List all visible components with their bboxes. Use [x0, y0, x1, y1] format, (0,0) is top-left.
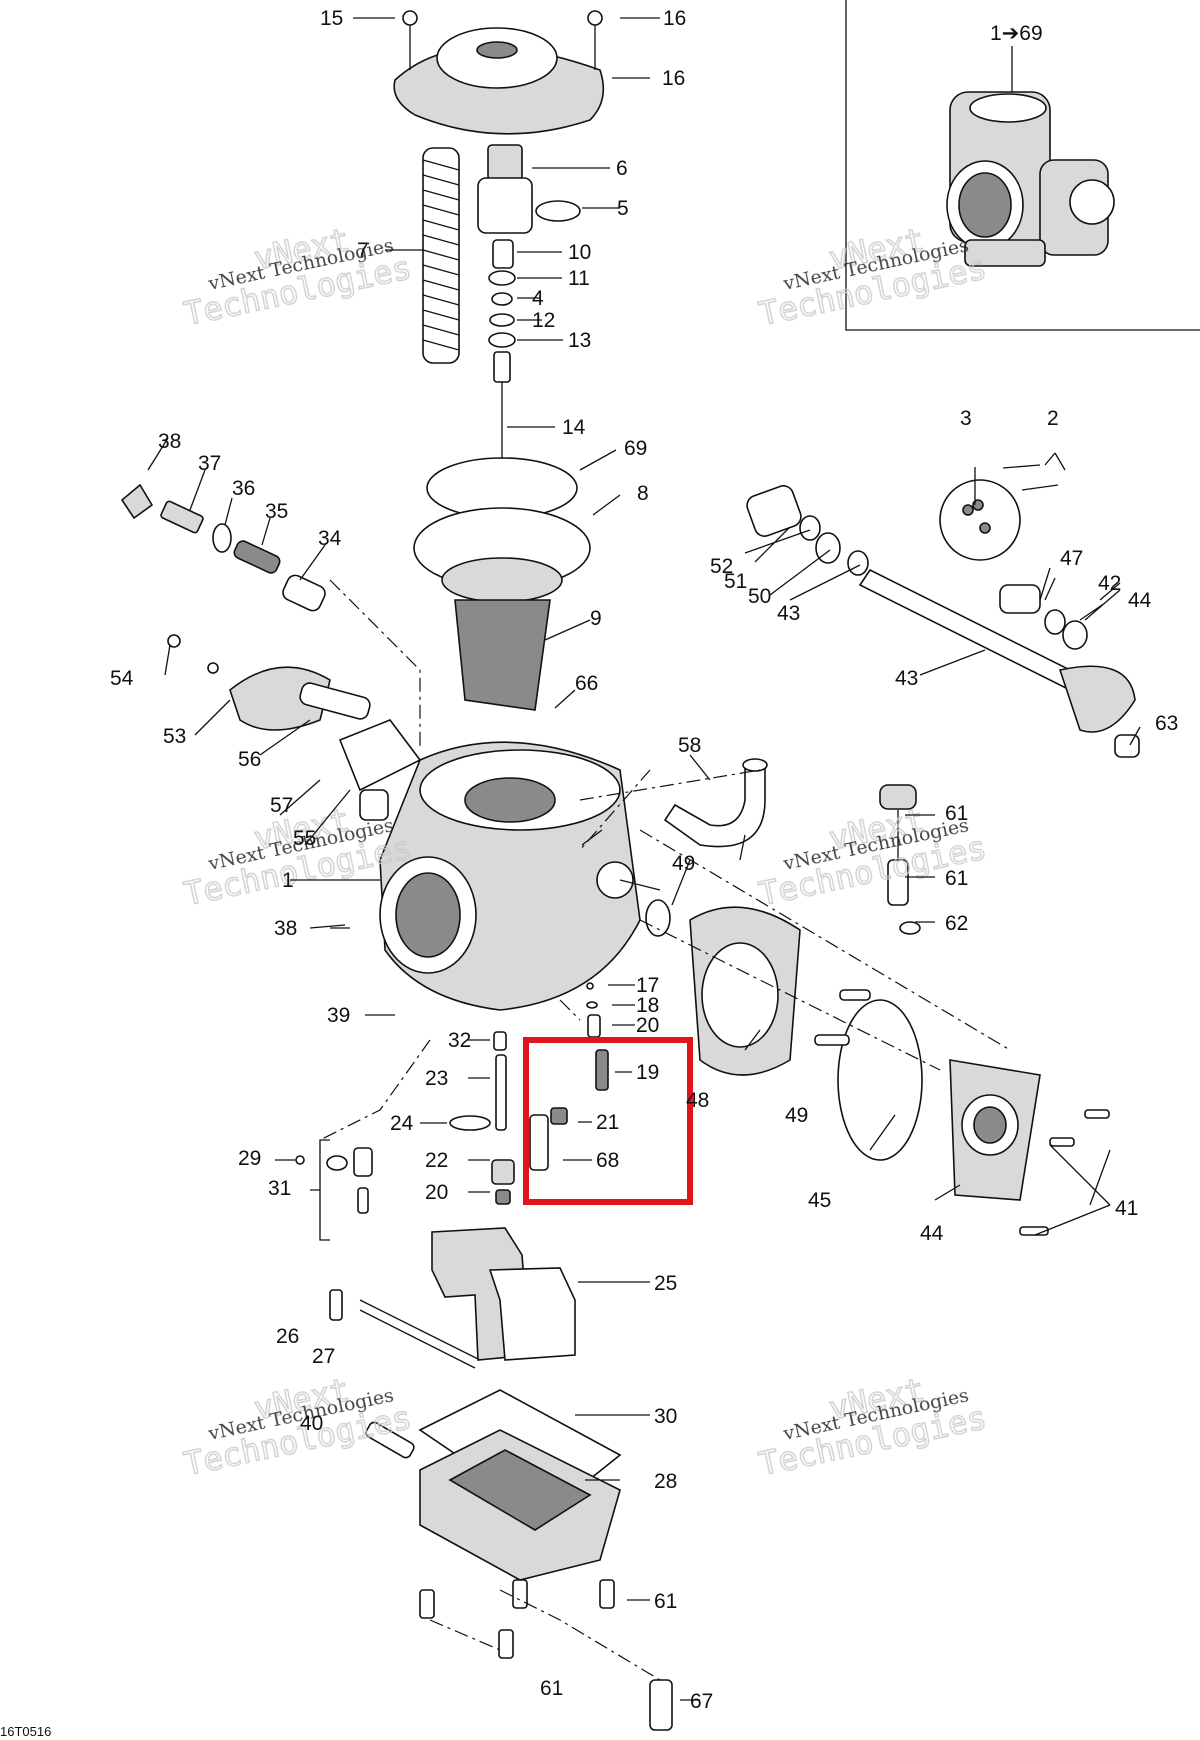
- part-label: 38: [274, 917, 297, 940]
- part-label: 4: [532, 287, 544, 310]
- part-label: 67: [690, 1690, 713, 1713]
- part-label: 39: [327, 1004, 350, 1027]
- part-label: 43: [777, 602, 800, 625]
- needle-stack: [477, 144, 581, 500]
- part-label: 53: [163, 725, 186, 748]
- part-label: 2: [1047, 407, 1059, 430]
- part-label: 14: [562, 416, 586, 439]
- part-label: 55: [293, 827, 316, 850]
- spring-7: [422, 147, 460, 364]
- part-label: 43: [895, 667, 918, 690]
- part-label: 32: [448, 1029, 471, 1052]
- diaphragm-slide: [413, 457, 591, 711]
- part-label: 21: [596, 1111, 619, 1134]
- part-label: 35: [265, 500, 288, 523]
- part-label: 38: [158, 430, 181, 453]
- elbow-cap-group: [663, 758, 921, 935]
- part-label: 37: [198, 452, 221, 475]
- part-label: 54: [110, 667, 134, 690]
- part-label: 47: [1060, 547, 1083, 570]
- part-label: 9: [590, 607, 602, 630]
- part-label: 16: [662, 67, 685, 90]
- part-label: 57: [270, 794, 293, 817]
- leader-lines: [147, 17, 1141, 1701]
- part-label: 26: [276, 1325, 299, 1348]
- jet-group: [449, 982, 609, 1205]
- part-label: 61: [945, 802, 968, 825]
- assembly-lines: [319, 579, 1011, 1681]
- part-label: 48: [686, 1089, 709, 1112]
- part-label: 10: [568, 241, 591, 264]
- part-label: 44: [920, 1222, 944, 1245]
- throttle-shaft-group: [746, 464, 1140, 758]
- part-label: 30: [654, 1405, 677, 1428]
- part-label: 12: [532, 309, 555, 332]
- part-label: 45: [808, 1189, 831, 1212]
- float-group: [329, 1227, 576, 1369]
- part-label: 28: [654, 1470, 677, 1493]
- part-label: 40: [300, 1412, 323, 1435]
- part-label: 22: [425, 1149, 448, 1172]
- part-label: 61: [654, 1590, 677, 1613]
- part-label: 61: [540, 1677, 563, 1700]
- part-label: 24: [390, 1112, 414, 1135]
- part-label: 61: [945, 867, 968, 890]
- part-label: 1: [282, 869, 294, 892]
- part-label: 3: [960, 407, 972, 430]
- part-label: 34: [318, 527, 342, 550]
- bowl-group: [365, 1389, 622, 1581]
- part-label: 27: [312, 1345, 335, 1368]
- part-label: 15: [320, 7, 343, 30]
- part-label: 63: [1155, 712, 1178, 735]
- part-label: 6: [616, 157, 628, 180]
- part-label: 20: [636, 1014, 659, 1037]
- part-labels: 15 16 16 6 5 7 10 11 4 12 13 14 69 8 9 6…: [110, 7, 1178, 1713]
- part-label: 42: [1098, 572, 1121, 595]
- part-label: 49: [785, 1104, 808, 1127]
- part-label: 29: [238, 1147, 261, 1170]
- part-label: 5: [617, 197, 629, 220]
- part-label: 7: [357, 239, 369, 262]
- highlight-box: [523, 1037, 693, 1205]
- part-label: 18: [636, 994, 659, 1017]
- part-label: 66: [575, 672, 598, 695]
- part-label: 31: [268, 1177, 291, 1200]
- inset-assembly: 1➔69: [845, 0, 1200, 331]
- part-label: 13: [568, 329, 591, 352]
- part-label: 25: [654, 1272, 677, 1295]
- carburetor-body: [379, 741, 641, 1011]
- part-label: 17: [636, 974, 659, 997]
- cover-group: [619, 879, 1110, 1236]
- bottom-screws: [419, 1579, 673, 1731]
- part-label: 23: [425, 1067, 448, 1090]
- part-label: 41: [1115, 1197, 1138, 1220]
- part-label: 52: [710, 555, 733, 578]
- inset-label: 1➔69: [990, 22, 1043, 45]
- part-label: 58: [678, 734, 701, 757]
- part-label: 36: [232, 477, 255, 500]
- part-label: 11: [568, 267, 590, 290]
- part-label: 8: [637, 482, 649, 505]
- part-label: 44: [1128, 589, 1152, 612]
- part-label: 49: [672, 852, 695, 875]
- needle-valve-group: [295, 1139, 373, 1241]
- part-label: 56: [238, 748, 261, 771]
- left-fittings: [120, 483, 422, 821]
- part-label: 51: [724, 570, 747, 593]
- part-label: 50: [748, 585, 771, 608]
- part-label: 68: [596, 1149, 619, 1172]
- part-label: 69: [624, 437, 647, 460]
- part-label: 20: [425, 1181, 448, 1204]
- top-cover-group: [393, 10, 605, 135]
- part-label: 19: [636, 1061, 659, 1084]
- diagram-code: 16T0516: [0, 1724, 51, 1739]
- part-label: 16: [663, 7, 686, 30]
- part-label: 62: [945, 912, 968, 935]
